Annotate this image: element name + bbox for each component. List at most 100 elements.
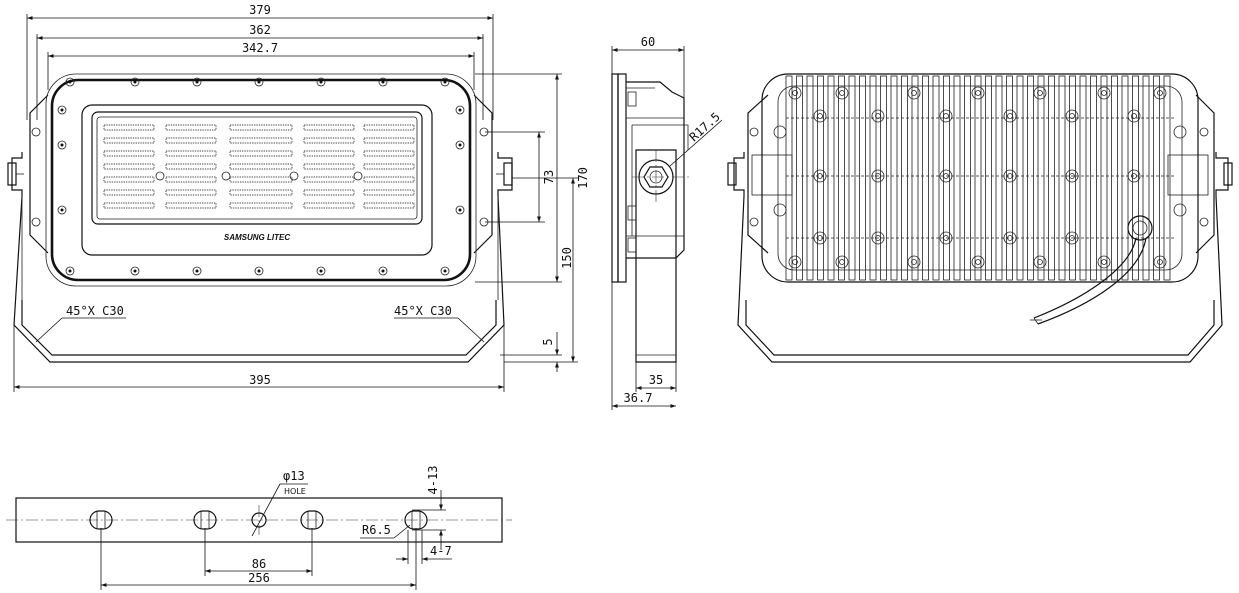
- fin-boss: [1033, 255, 1047, 269]
- bezel-screw: [254, 77, 264, 87]
- fin-boss: [939, 109, 953, 123]
- led-row: [165, 124, 217, 131]
- dim-35: 35: [649, 373, 663, 387]
- rear-screws: [749, 125, 1209, 227]
- heat-sink-fin: [985, 75, 992, 281]
- led-row: [303, 163, 355, 170]
- bezel-screw: [130, 266, 140, 276]
- fin-boss: [835, 86, 849, 100]
- bezel-screw: [254, 266, 264, 276]
- fin-boss: [907, 86, 921, 100]
- heat-sink-fin: [1142, 75, 1150, 281]
- bezel-screw: [440, 266, 450, 276]
- bezel-screw-center: [443, 269, 447, 273]
- led-row: [103, 163, 155, 170]
- fin-boss-hole: [792, 90, 798, 96]
- fin-boss-hole: [1131, 173, 1137, 179]
- bezel-screw: [57, 205, 67, 215]
- front-bracket: [11, 152, 513, 363]
- ear-hole: [1199, 127, 1209, 137]
- bezel-screw-center: [381, 80, 385, 84]
- led-screw: [155, 171, 165, 181]
- heat-sink-fin: [953, 75, 961, 281]
- fin-boss: [1003, 231, 1017, 245]
- fin-boss: [788, 86, 802, 100]
- led-row: [165, 150, 217, 157]
- fin-boss-hole: [817, 173, 823, 179]
- rear-bracket: [733, 152, 1229, 363]
- heat-sink-fin: [1111, 75, 1118, 281]
- led-row: [103, 150, 155, 157]
- dim-4-7: 4-7: [430, 544, 452, 558]
- heat-sink-fin: [880, 75, 887, 281]
- heat-sink-fin: [932, 75, 940, 281]
- bezel-screw-center: [458, 208, 462, 212]
- fin-boss-hole: [911, 259, 917, 265]
- bezel-screw-center: [458, 108, 462, 112]
- led-row: [363, 189, 415, 196]
- led-row: [165, 189, 217, 196]
- led-row: [229, 163, 293, 170]
- bezel-screw: [378, 77, 388, 87]
- side-view: R17.5 60 35 36.7: [611, 35, 723, 410]
- bezel-screw: [57, 105, 67, 115]
- bezel-screw: [65, 266, 75, 276]
- heat-sink-fin: [1027, 75, 1034, 281]
- brand-logo: SAMSUNG LITEC: [224, 233, 290, 242]
- front-view: SAMSUNG LITEC 379 362 342.7 395 150 73: [7, 3, 590, 392]
- fin-boss-hole: [1101, 90, 1107, 96]
- heat-sink-fin: [785, 75, 793, 281]
- hole-label: φ13: [283, 469, 305, 483]
- fin-boss: [1127, 169, 1141, 183]
- chamfer-right: 45°X C30: [394, 304, 452, 318]
- hole-sub-label: HOLE: [284, 487, 306, 496]
- fin-boss-hole: [943, 235, 949, 241]
- led-row: [229, 124, 293, 131]
- heat-sink-fin: [922, 75, 929, 281]
- fin-boss-hole: [1101, 259, 1107, 265]
- bezel-screw-center: [60, 108, 64, 112]
- fin-boss-hole: [975, 259, 981, 265]
- fin-boss-hole: [975, 90, 981, 96]
- heat-sink-fin: [911, 75, 919, 281]
- bezel-screw-center: [195, 269, 199, 273]
- power-cable: [1033, 237, 1137, 319]
- fin-boss: [788, 255, 802, 269]
- led-row: [165, 202, 217, 209]
- fin-boss: [871, 169, 885, 183]
- heat-sink-fin: [1016, 75, 1024, 281]
- rear-screw: [773, 125, 787, 139]
- fin-boss: [971, 86, 985, 100]
- fin-boss: [1153, 255, 1167, 269]
- led-row: [103, 124, 155, 131]
- fin-boss-hole: [817, 235, 823, 241]
- bezel-screw: [455, 205, 465, 215]
- heat-sink-fin: [1163, 75, 1171, 281]
- fin-boss-hole: [1069, 235, 1075, 241]
- led-row: [363, 124, 415, 131]
- fin-boss-hole: [1037, 90, 1043, 96]
- led-row: [303, 189, 355, 196]
- fin-boss: [1003, 109, 1017, 123]
- fin-boss-hole: [1007, 113, 1013, 119]
- dim-73: 73: [542, 170, 556, 184]
- rear-housing: [761, 73, 1199, 283]
- fin-boss: [1153, 86, 1167, 100]
- led-row: [229, 189, 293, 196]
- heat-sink-fin: [964, 75, 971, 281]
- bezel-screw-center: [68, 269, 72, 273]
- heat-sink-fin: [1090, 75, 1097, 281]
- bezel-screw: [455, 140, 465, 150]
- dim-150: 150: [560, 247, 574, 269]
- ear-hole: [749, 127, 759, 137]
- dim-r17-5: R17.5: [687, 110, 723, 145]
- led-row: [103, 176, 155, 183]
- bezel-screw-center: [458, 143, 462, 147]
- led-row: [229, 150, 293, 157]
- heat-sink-fin: [943, 75, 950, 281]
- fin-boss: [1097, 86, 1111, 100]
- heat-sink-fin: [1006, 75, 1013, 281]
- bezel-screws: [57, 77, 465, 276]
- dim-86: 86: [252, 557, 266, 571]
- fin-boss-hole: [911, 90, 917, 96]
